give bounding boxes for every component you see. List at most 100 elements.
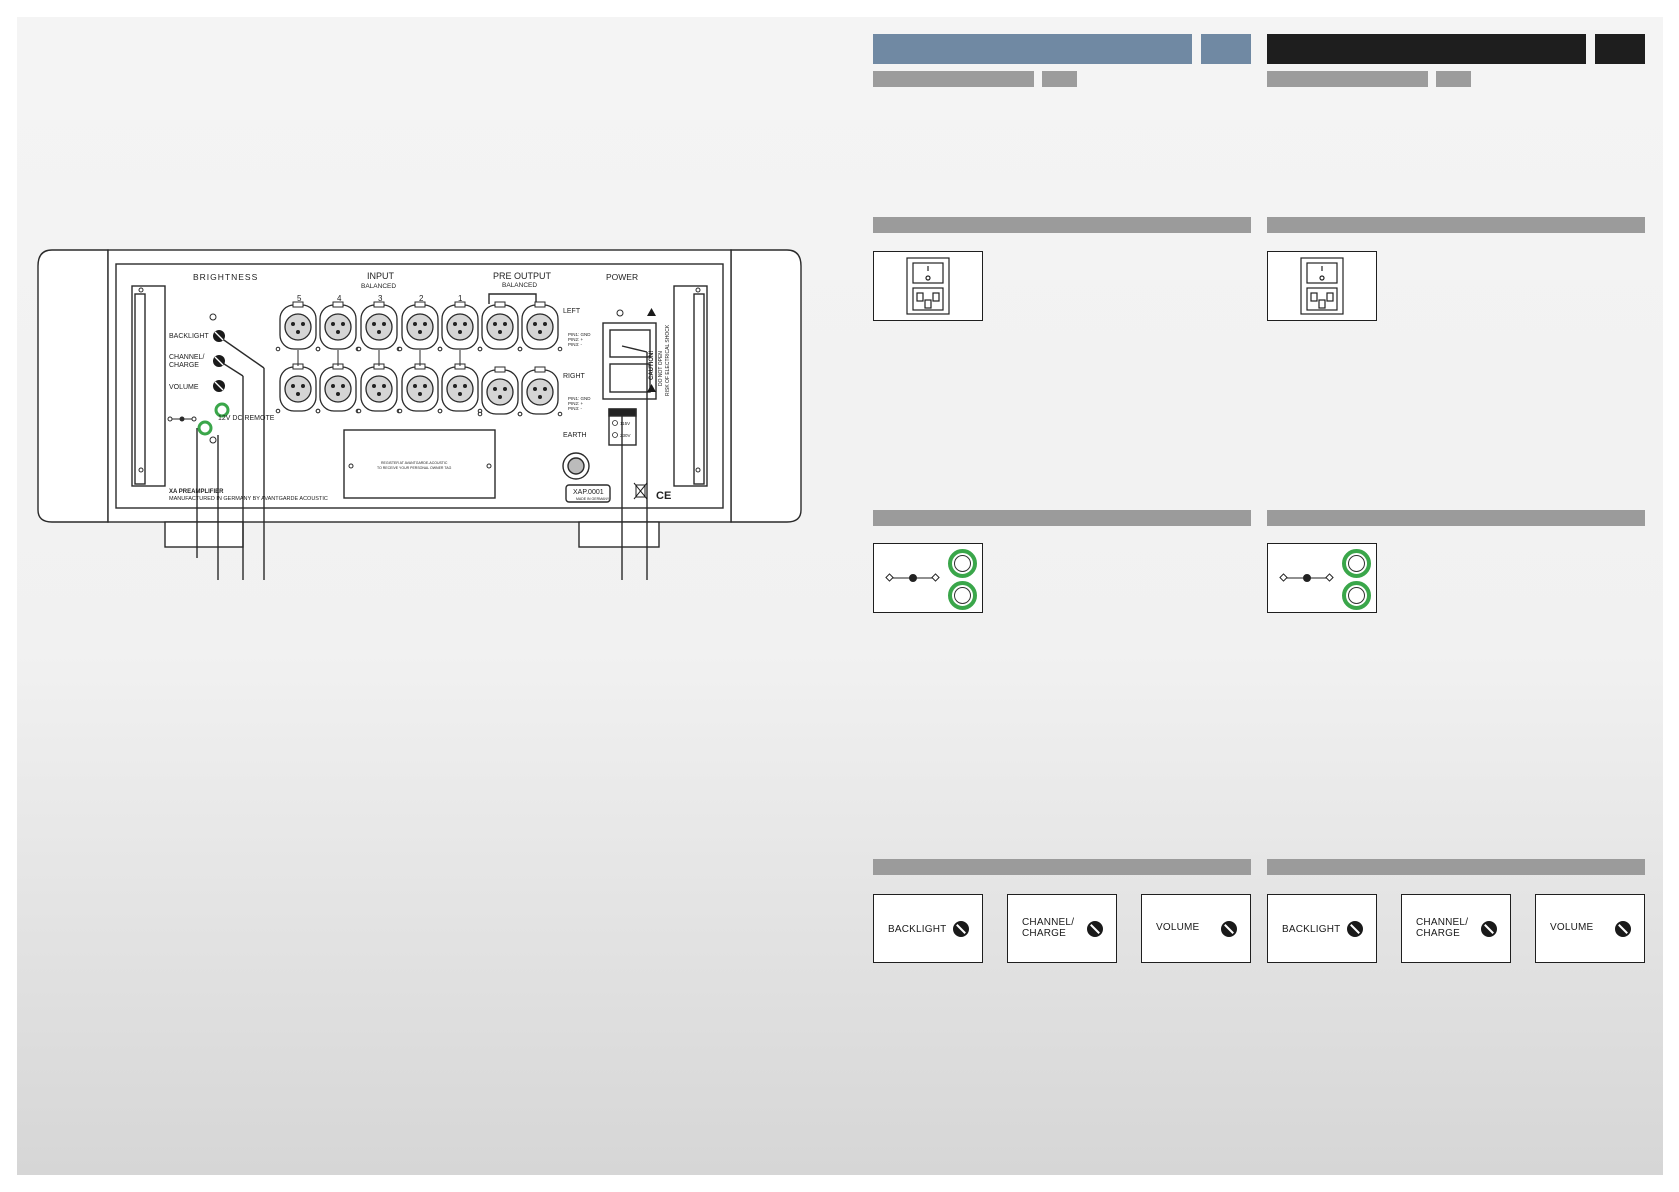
subheader-tab bbox=[1042, 71, 1077, 87]
input-num-5: 5 bbox=[297, 294, 302, 303]
section-bar-remote bbox=[873, 510, 1251, 526]
pin1-left: PIN1: GND bbox=[568, 332, 591, 337]
xlr-pre-right-b bbox=[517, 366, 563, 417]
remote-polarity-icon bbox=[1279, 573, 1334, 582]
pin3-right: PIN3: - bbox=[568, 406, 583, 411]
owner-plate bbox=[343, 429, 496, 499]
xlr-input-top-2 bbox=[315, 301, 361, 352]
v115-label: 115V bbox=[620, 421, 630, 426]
input-num-3: 3 bbox=[378, 294, 383, 303]
volume-knob-icon bbox=[1615, 921, 1631, 937]
section-bar-power bbox=[873, 217, 1251, 233]
backlight-knob-icon bbox=[1347, 921, 1363, 937]
model-label: XA PREAMPLIFIER bbox=[169, 489, 224, 495]
xlr-pre-left-a bbox=[477, 301, 523, 352]
power-label: POWER bbox=[606, 272, 638, 282]
caution-label: CAUTION! bbox=[649, 351, 655, 380]
channel-tile-label-2: CHARGE bbox=[1022, 928, 1066, 939]
left-side-cheek bbox=[37, 249, 109, 523]
channel-tile-label-1: CHANNEL/ bbox=[1416, 917, 1469, 928]
caution-line-1: DO NOT OPEN bbox=[658, 351, 664, 386]
channel-knob-icon bbox=[1481, 921, 1497, 937]
xlr-input-bottom-4 bbox=[397, 363, 443, 414]
input-num-2: 2 bbox=[419, 294, 424, 303]
pre-balanced-label: BALANCED bbox=[502, 282, 537, 289]
remote-jack-tile bbox=[873, 543, 983, 613]
xlr-input-bottom-5 bbox=[437, 363, 483, 414]
xlr-pre-left-b bbox=[517, 301, 563, 352]
section-bar-brightness bbox=[1267, 859, 1645, 875]
channel-tile: CHANNEL/ CHARGE bbox=[1007, 894, 1117, 963]
header-bar-dark bbox=[1267, 34, 1586, 64]
header-bar-blue bbox=[873, 34, 1192, 64]
input-label: INPUT bbox=[367, 271, 395, 281]
pin1-right: PIN1: GND bbox=[568, 396, 591, 401]
channel-knob-icon bbox=[1087, 921, 1103, 937]
power-inlet-tile bbox=[1267, 251, 1377, 321]
xlr-input-bottom-3 bbox=[356, 363, 402, 414]
earth-label: EARTH bbox=[563, 432, 587, 439]
panel-knobs bbox=[213, 330, 225, 392]
serial-tag bbox=[565, 484, 611, 503]
input-num-4: 4 bbox=[337, 294, 342, 303]
volume-tile: VOLUME bbox=[1141, 894, 1251, 963]
remote-jack-bottom-icon bbox=[948, 581, 977, 610]
section-bar-remote bbox=[1267, 510, 1645, 526]
channel-label-1: CHANNEL/ bbox=[169, 354, 204, 361]
volume-tile: VOLUME bbox=[1535, 894, 1645, 963]
xlr-input-top-4 bbox=[397, 301, 443, 352]
xlr-input-top-1 bbox=[275, 301, 321, 352]
backlight-tile-label: BACKLIGHT bbox=[1282, 924, 1341, 935]
serial-sub-label: MADE IN GERMANY bbox=[576, 497, 610, 501]
volume-tile-label: VOLUME bbox=[1550, 922, 1594, 933]
pre-output-label: PRE OUTPUT bbox=[493, 271, 552, 281]
input-num-1: 1 bbox=[458, 294, 463, 303]
ce-mark: CE bbox=[656, 490, 671, 502]
right-foot bbox=[578, 521, 660, 548]
serial-label: XAP.0001 bbox=[573, 489, 604, 496]
channel-tile-label-2: CHARGE bbox=[1416, 928, 1460, 939]
backlight-tile: BACKLIGHT bbox=[1267, 894, 1377, 963]
channel-tile-label-1: CHANNEL/ bbox=[1022, 917, 1075, 928]
xlr-input-top-3 bbox=[356, 301, 402, 352]
brightness-label: BRIGHTNESS bbox=[193, 272, 258, 282]
caution-line-2: RISK OF ELECTRICAL SHOCK bbox=[665, 324, 671, 396]
volume-label: VOLUME bbox=[169, 384, 199, 391]
owner-plate-line-2: TO RECEIVE YOUR PERSONAL OWNER TAG bbox=[377, 466, 452, 470]
left-label: LEFT bbox=[563, 308, 581, 315]
header-tab-blue bbox=[1201, 34, 1251, 64]
subheader-tab bbox=[1436, 71, 1471, 87]
panel-remote-jacks bbox=[167, 402, 230, 436]
xlr-connectors bbox=[275, 301, 563, 417]
remote-jack-bottom-icon bbox=[1342, 581, 1371, 610]
pin2-right: PIN2: + bbox=[568, 401, 584, 406]
channel-tile: CHANNEL/ CHARGE bbox=[1401, 894, 1511, 963]
power-inlet-icon bbox=[1300, 257, 1344, 315]
owner-plate-line-1: REGISTER AT AVANTGARDE-ACOUSTIC bbox=[381, 461, 448, 465]
volume-tile-label: VOLUME bbox=[1156, 922, 1200, 933]
power-inlet-icon bbox=[906, 257, 950, 315]
backlight-tile: BACKLIGHT bbox=[873, 894, 983, 963]
subheader-bar bbox=[1267, 71, 1428, 87]
header-tab-dark bbox=[1595, 34, 1645, 64]
left-foot bbox=[164, 521, 244, 548]
backlight-tile-label: BACKLIGHT bbox=[888, 924, 947, 935]
right-label: RIGHT bbox=[563, 373, 586, 380]
pin3-left: PIN3: - bbox=[568, 342, 583, 347]
remote-jack-top-icon bbox=[948, 549, 977, 578]
right-side-cheek bbox=[730, 249, 802, 523]
remote-polarity-icon bbox=[885, 573, 940, 582]
remote-jack-top-icon bbox=[1342, 549, 1371, 578]
v230-label: 230V bbox=[620, 433, 631, 438]
input-balanced-label: BALANCED bbox=[361, 283, 396, 290]
power-inlet-tile bbox=[873, 251, 983, 321]
section-bar-power bbox=[1267, 217, 1645, 233]
backlight-label: BACKLIGHT bbox=[169, 333, 209, 340]
subheader-bar bbox=[873, 71, 1034, 87]
xlr-pre-right-a bbox=[477, 366, 523, 417]
remote-label: 12V DC REMOTE bbox=[218, 415, 275, 422]
backlight-knob-icon bbox=[953, 921, 969, 937]
channel-label-2: CHARGE bbox=[169, 362, 199, 369]
remote-jack-tile bbox=[1267, 543, 1377, 613]
